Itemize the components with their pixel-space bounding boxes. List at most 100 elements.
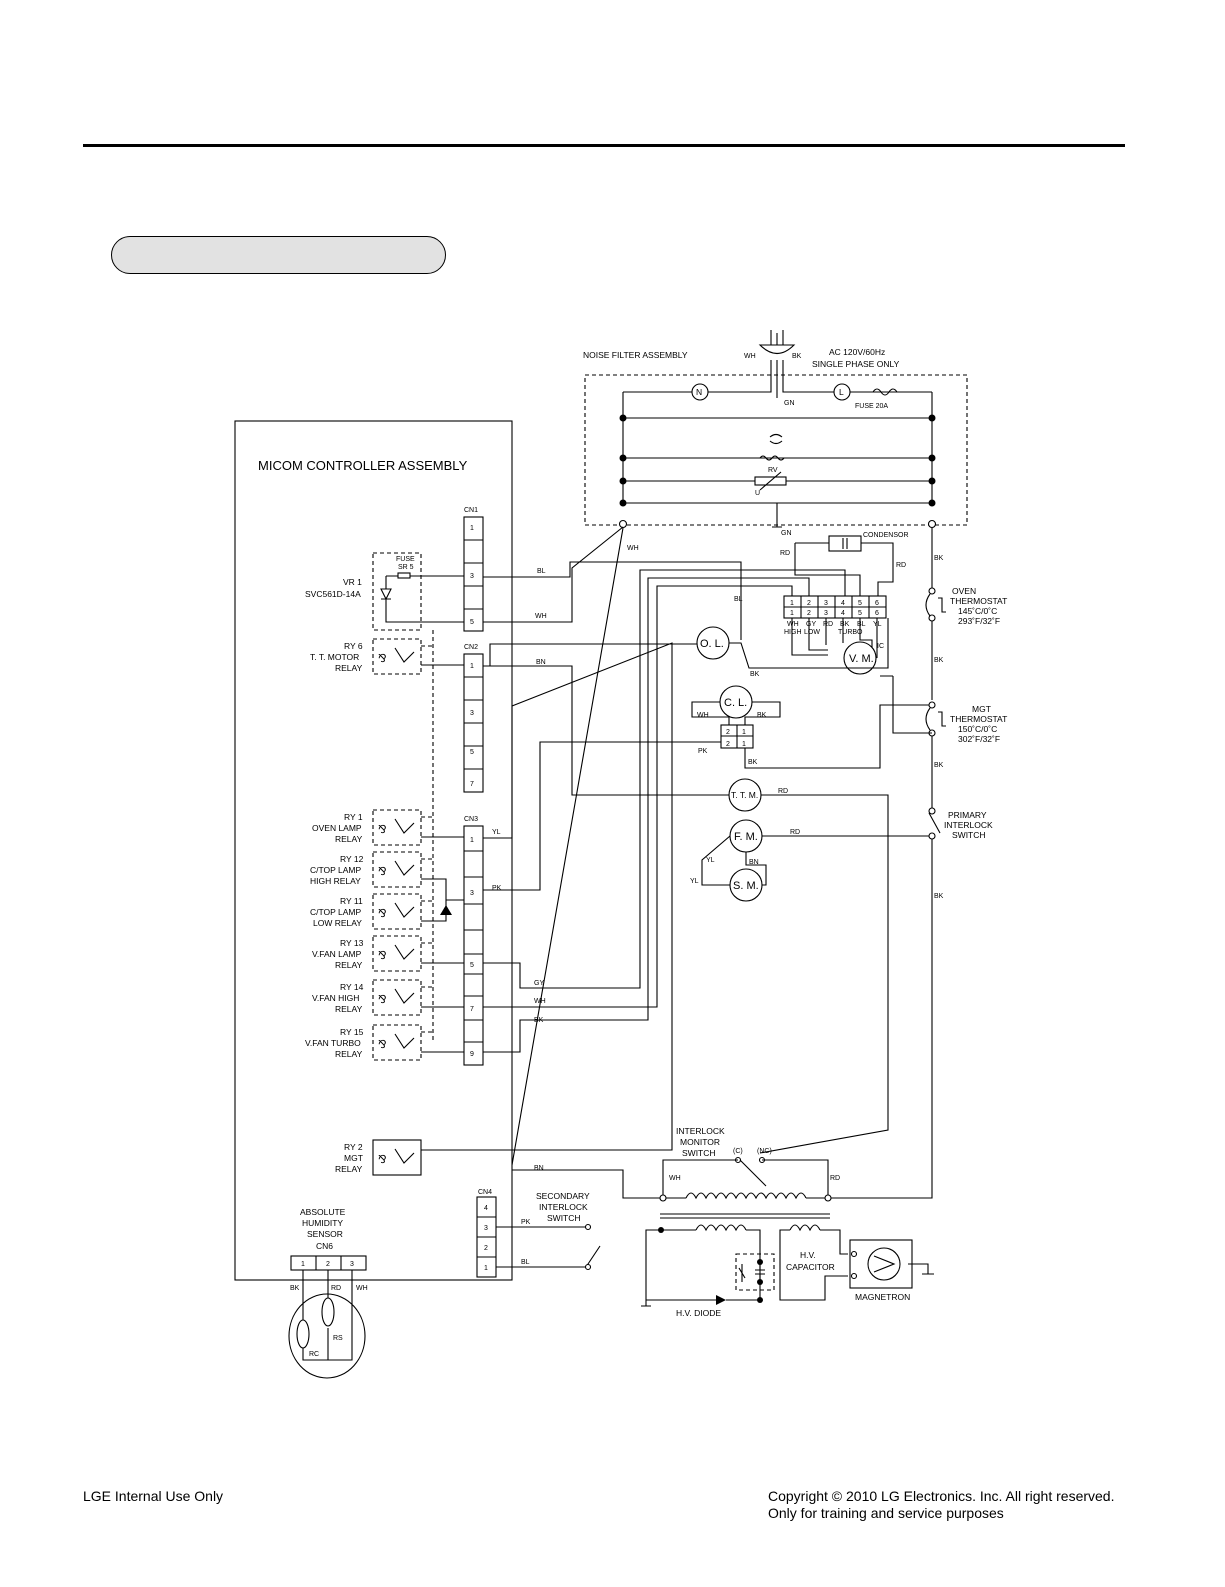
hv-capacitor-box xyxy=(735,1253,775,1291)
vr1-fuse-box xyxy=(372,552,422,631)
relay-common-dashed xyxy=(421,630,434,1040)
controller-box xyxy=(234,420,513,1281)
relay-ry12: ⅋ xyxy=(372,851,422,888)
power-plug xyxy=(758,330,796,355)
cn3-label: CN3 xyxy=(464,816,478,823)
cn2-pin-7: 7 xyxy=(470,781,474,788)
wire-cn3-9-bk xyxy=(483,577,810,1053)
interlock-monitor-2: MONITOR xyxy=(680,1137,720,1147)
cl-label: C. L. xyxy=(724,697,747,709)
cn4-dividers xyxy=(477,1216,496,1258)
fuse-sr5-symbol xyxy=(397,572,411,579)
noise-filter-label: NOISE FILTER ASSEMBLY xyxy=(583,350,688,360)
svg-text:4: 4 xyxy=(841,600,845,607)
plug-wh: WH xyxy=(744,353,756,360)
interlock-monitor-wiring xyxy=(662,1159,829,1198)
noise-filter-nodes xyxy=(619,414,936,507)
svg-text:3: 3 xyxy=(824,610,828,617)
cn1-label: CN1 xyxy=(464,507,478,514)
ry2-label-3: RELAY xyxy=(335,1164,363,1174)
interlock-monitor-3: SWITCH xyxy=(682,1148,716,1158)
cl-to-cn3-wiring xyxy=(483,704,932,891)
secondary-interlock-2: INTERLOCK xyxy=(539,1202,588,1212)
wire-label-pk-2: PK xyxy=(492,885,502,892)
svg-text:6: 6 xyxy=(875,600,879,607)
wire-label-yl-1: YL xyxy=(492,829,501,836)
cn4-pin-3: 3 xyxy=(484,1225,488,1232)
hv-capacitor-symbol xyxy=(738,1262,765,1282)
hv-diode-label: H.V. DIODE xyxy=(676,1308,721,1318)
cn6-label: CN6 xyxy=(316,1241,333,1251)
svg-text:⅋: ⅋ xyxy=(378,1039,387,1051)
oven-thermo-1: OVEN xyxy=(952,586,976,596)
rs-element xyxy=(321,1297,335,1327)
line-terminal xyxy=(833,383,851,401)
rc-element xyxy=(296,1319,310,1349)
hv-capacitor-2: CAPACITOR xyxy=(786,1262,835,1272)
wire-label-bl-2: BL xyxy=(734,596,743,603)
cn6-wire-wh: WH xyxy=(356,1285,368,1292)
wire-label-rd-3: RD xyxy=(778,788,788,795)
rs-label: RS xyxy=(333,1335,343,1342)
wire-label-pk-3: PK xyxy=(521,1219,531,1226)
svg-text:⅋: ⅋ xyxy=(378,950,387,962)
cn6-wire-bk: BK xyxy=(290,1285,300,1292)
magnetron-label: MAGNETRON xyxy=(855,1292,910,1302)
cn3-dividers xyxy=(464,850,483,1043)
ry13-label-1: RY 13 xyxy=(340,938,364,948)
footer-copyright: Copyright © 2010 LG Electronics. Inc. Al… xyxy=(768,1488,1115,1504)
cn3-pin-5: 5 xyxy=(470,962,474,969)
supply-label-2: SINGLE PHASE ONLY xyxy=(812,359,900,369)
mgt-thermo-1: MGT xyxy=(972,704,991,714)
svg-text:1: 1 xyxy=(790,600,794,607)
ry6-label-2: T. T. MOTOR xyxy=(310,652,359,662)
ry6-label-1: RY 6 xyxy=(344,641,363,651)
ol-label: O. L. xyxy=(700,638,724,650)
primary-interlock-3: SWITCH xyxy=(952,830,986,840)
ry15-label-2: V.FAN TURBO xyxy=(305,1038,361,1048)
hv-capacitor-1: H.V. xyxy=(800,1250,816,1260)
neutral-terminal xyxy=(691,383,709,401)
ry11-label-3: LOW RELAY xyxy=(313,918,362,928)
ry1-label-3: RELAY xyxy=(335,834,363,844)
fuse-20a-label: FUSE 20A xyxy=(855,403,888,410)
cn4-pin-2: 2 xyxy=(484,1245,488,1252)
gn-label-top: GN xyxy=(784,400,795,407)
svg-text:⅋: ⅋ xyxy=(378,908,387,920)
vm-wiring xyxy=(791,618,889,669)
wire-label-wh-1: WH xyxy=(535,613,547,620)
cn4-pin-4: 4 xyxy=(484,1205,488,1212)
wire-cn3-7-wh xyxy=(483,585,793,1008)
humidity-sensor-wiring xyxy=(302,1270,353,1361)
ttm-wiring xyxy=(483,665,889,1154)
ry14-label-1: RY 14 xyxy=(340,982,364,992)
transformer-secondary xyxy=(695,1224,821,1232)
right-bk-rail xyxy=(828,528,933,1199)
wire-cn3-1-yl xyxy=(421,642,673,1151)
svg-text:HIGH: HIGH xyxy=(784,629,802,636)
primary-interlock-2: INTERLOCK xyxy=(944,820,993,830)
condensor-label: CONDENSOR xyxy=(863,532,909,539)
vr1-label-1: VR 1 xyxy=(343,577,362,587)
svg-text:5: 5 xyxy=(858,600,862,607)
cl-pin-b: 1 xyxy=(742,729,746,736)
cn2-label: CN2 xyxy=(464,644,478,651)
svg-text:GY: GY xyxy=(806,621,816,628)
cn1-pin-5: 5 xyxy=(470,619,474,626)
gn-label-bottom: GN xyxy=(781,530,792,537)
transformer-primary xyxy=(666,1192,825,1200)
oven-thermo-3: 145˚C/0˚C xyxy=(958,606,997,616)
cl-wire-wh: WH xyxy=(697,712,709,719)
wire-label-bl-3: BL xyxy=(521,1259,530,1266)
svg-text:BL: BL xyxy=(857,621,866,628)
wire-label-yl-2: YL xyxy=(706,857,715,864)
ic-label: IC xyxy=(877,643,884,650)
wire-label-wh-2: WH xyxy=(627,545,639,552)
ry11-diode xyxy=(440,905,452,915)
wire-label-bk-6: BK xyxy=(934,762,944,769)
fuse-sr5-label-2: SR 5 xyxy=(398,564,414,571)
l-label: L xyxy=(839,387,844,397)
